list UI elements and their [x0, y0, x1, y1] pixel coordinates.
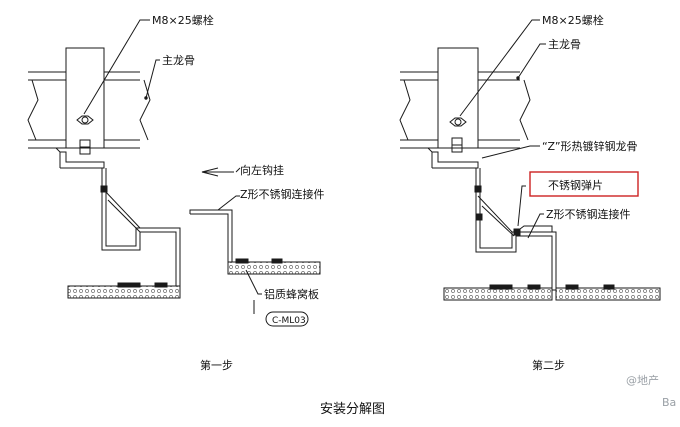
watermark-line1: @地产 — [626, 373, 659, 387]
step1-drawing — [27, 19, 321, 327]
main-keel-beam-right — [399, 71, 531, 149]
bolt-right — [449, 117, 467, 153]
label-al-honeycomb: 铝质蜂窝板 — [264, 287, 319, 301]
leader-bolt-left — [83, 19, 150, 115]
highlight-box — [529, 171, 639, 197]
label-ss-spring: 不锈钢弹片 — [548, 178, 603, 192]
honeycomb-panel-step2-left — [443, 287, 553, 301]
label-tag-code: C-ML03 — [272, 316, 306, 326]
leader-zconn-right — [527, 213, 544, 239]
z-connector-detached-left — [189, 209, 233, 263]
label-bolt-right: M8×25螺栓 — [542, 13, 604, 27]
z-keel-right — [475, 168, 557, 291]
step2-drawing — [399, 19, 661, 301]
leader-zkeel-right — [481, 145, 540, 159]
vertical-post-right — [437, 47, 479, 149]
leader-spring-right — [517, 185, 526, 227]
label-z-connector-left: Z形不锈钢连接件 — [240, 188, 325, 201]
tag-c-ml03 — [265, 311, 309, 327]
label-main-keel-right: 主龙骨 — [548, 38, 581, 51]
diagram-title: 安装分解图 — [320, 402, 385, 417]
vertical-post-left — [65, 47, 105, 149]
honeycomb-panel-step2-right — [555, 287, 661, 301]
honeycomb-panel-right — [227, 261, 321, 275]
main-keel-beam-left — [27, 71, 151, 149]
caption-step1: 第一步 — [200, 358, 233, 372]
z-connector-mounted-left — [101, 168, 181, 287]
hook-arrow — [201, 167, 219, 177]
leader-z-left — [217, 195, 240, 211]
label-z-galv-keel: “Z”形热镀锌钢龙骨 — [542, 139, 638, 153]
leader-keel-left — [145, 59, 160, 99]
label-bolt-left: M8×25螺栓 — [152, 13, 214, 27]
angle-bracket-right — [431, 151, 479, 169]
label-hook-left: 向左钩挂 — [240, 163, 284, 177]
label-main-keel-left: 主龙骨 — [162, 54, 195, 67]
leader-al-left — [245, 269, 262, 295]
leader-keel-right — [517, 43, 546, 79]
honeycomb-panel-left — [67, 285, 181, 299]
watermark-line2: Ba — [662, 396, 676, 409]
leader-bolt-right — [459, 19, 540, 117]
label-z-connector-right: Z形不锈钢连接件 — [546, 208, 631, 221]
bolt-left — [76, 115, 94, 155]
caption-step2: 第二步 — [532, 358, 565, 372]
